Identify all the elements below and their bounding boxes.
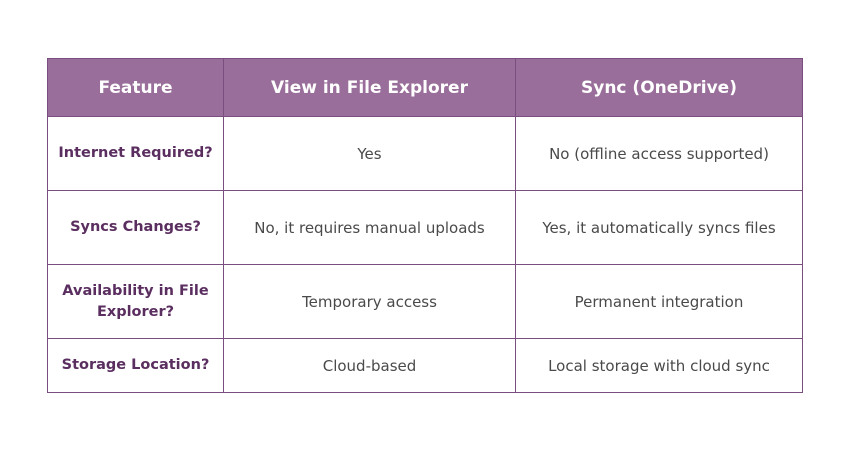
row-feature-label: Syncs Changes? <box>47 190 224 265</box>
header-sync-onedrive: Sync (OneDrive) <box>515 58 803 117</box>
row-sync-value: Yes, it automatically syncs files <box>515 190 803 265</box>
row-feature-label: Internet Required? <box>47 116 224 191</box>
row-feature-label: Storage Location? <box>47 338 224 393</box>
row-feature-label: Availability in File Explorer? <box>47 264 224 339</box>
row-view-value: No, it requires manual uploads <box>223 190 516 265</box>
header-view-in-file-explorer: View in File Explorer <box>223 58 516 117</box>
table-header-row: Feature View in File Explorer Sync (OneD… <box>47 58 803 117</box>
row-sync-value: No (offline access supported) <box>515 116 803 191</box>
comparison-table: Feature View in File Explorer Sync (OneD… <box>47 58 803 393</box>
table-row: Syncs Changes? No, it requires manual up… <box>47 190 803 265</box>
row-view-value: Temporary access <box>223 264 516 339</box>
row-sync-value: Local storage with cloud sync <box>515 338 803 393</box>
table-row: Internet Required? Yes No (offline acces… <box>47 116 803 191</box>
table-row: Storage Location? Cloud-based Local stor… <box>47 338 803 393</box>
row-sync-value: Permanent integration <box>515 264 803 339</box>
row-view-value: Yes <box>223 116 516 191</box>
comparison-table-container: Feature View in File Explorer Sync (OneD… <box>47 58 803 393</box>
row-view-value: Cloud-based <box>223 338 516 393</box>
table-row: Availability in File Explorer? Temporary… <box>47 264 803 339</box>
header-feature: Feature <box>47 58 224 117</box>
